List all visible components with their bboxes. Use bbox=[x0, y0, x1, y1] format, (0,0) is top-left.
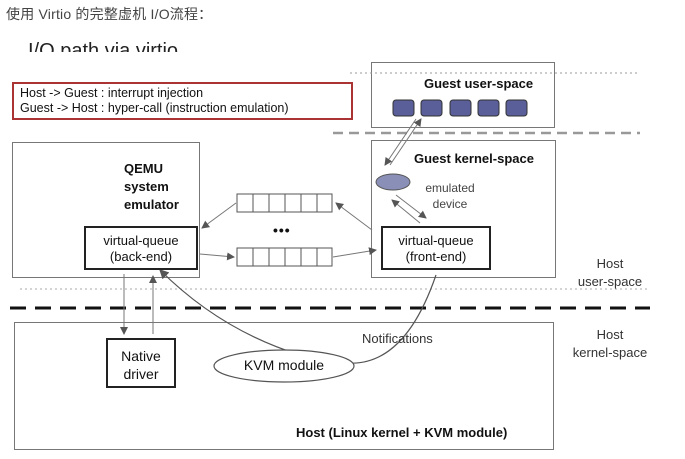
guest-kernel-label: Guest kernel-space bbox=[414, 151, 534, 166]
host-box bbox=[14, 322, 554, 450]
kvm-ellipse bbox=[213, 349, 355, 383]
emulated-device-ellipse bbox=[375, 173, 411, 191]
caption: 使用 Virtio 的完整虚机 I/O流程： bbox=[6, 6, 213, 22]
host-box-label: Host (Linux kernel + KVM module) bbox=[296, 425, 508, 440]
legend-line-2: Guest -> Host : hyper-call (instruction … bbox=[20, 101, 289, 115]
native-driver-box: Native driver bbox=[106, 338, 176, 388]
backend-queue-box: virtual-queue (back-end) bbox=[84, 226, 198, 270]
emulated-device-label: emulated device bbox=[425, 181, 475, 211]
notifications-label: Notifications bbox=[362, 331, 433, 346]
guest-user-queue bbox=[392, 99, 528, 117]
legend-line-1: Host -> Guest : interrupt injection bbox=[20, 86, 204, 100]
queue-top bbox=[236, 193, 333, 213]
host-kernel-label: Host kernel-space bbox=[572, 327, 648, 360]
slide-title: I/O path via virtio bbox=[28, 42, 178, 52]
guest-user-label: Guest user-space bbox=[424, 76, 534, 91]
qemu-label: QEMU system emulator bbox=[124, 161, 179, 212]
host-user-label: Host user-space bbox=[577, 256, 643, 289]
frontend-queue-box: virtual-queue (front-end) bbox=[381, 226, 491, 270]
queue-bottom bbox=[236, 247, 333, 267]
kvm-module-label: KVM module bbox=[243, 357, 325, 373]
legend-box: Host -> Guest : interrupt injection Gues… bbox=[12, 82, 353, 120]
ellipsis: ••• bbox=[273, 222, 291, 238]
